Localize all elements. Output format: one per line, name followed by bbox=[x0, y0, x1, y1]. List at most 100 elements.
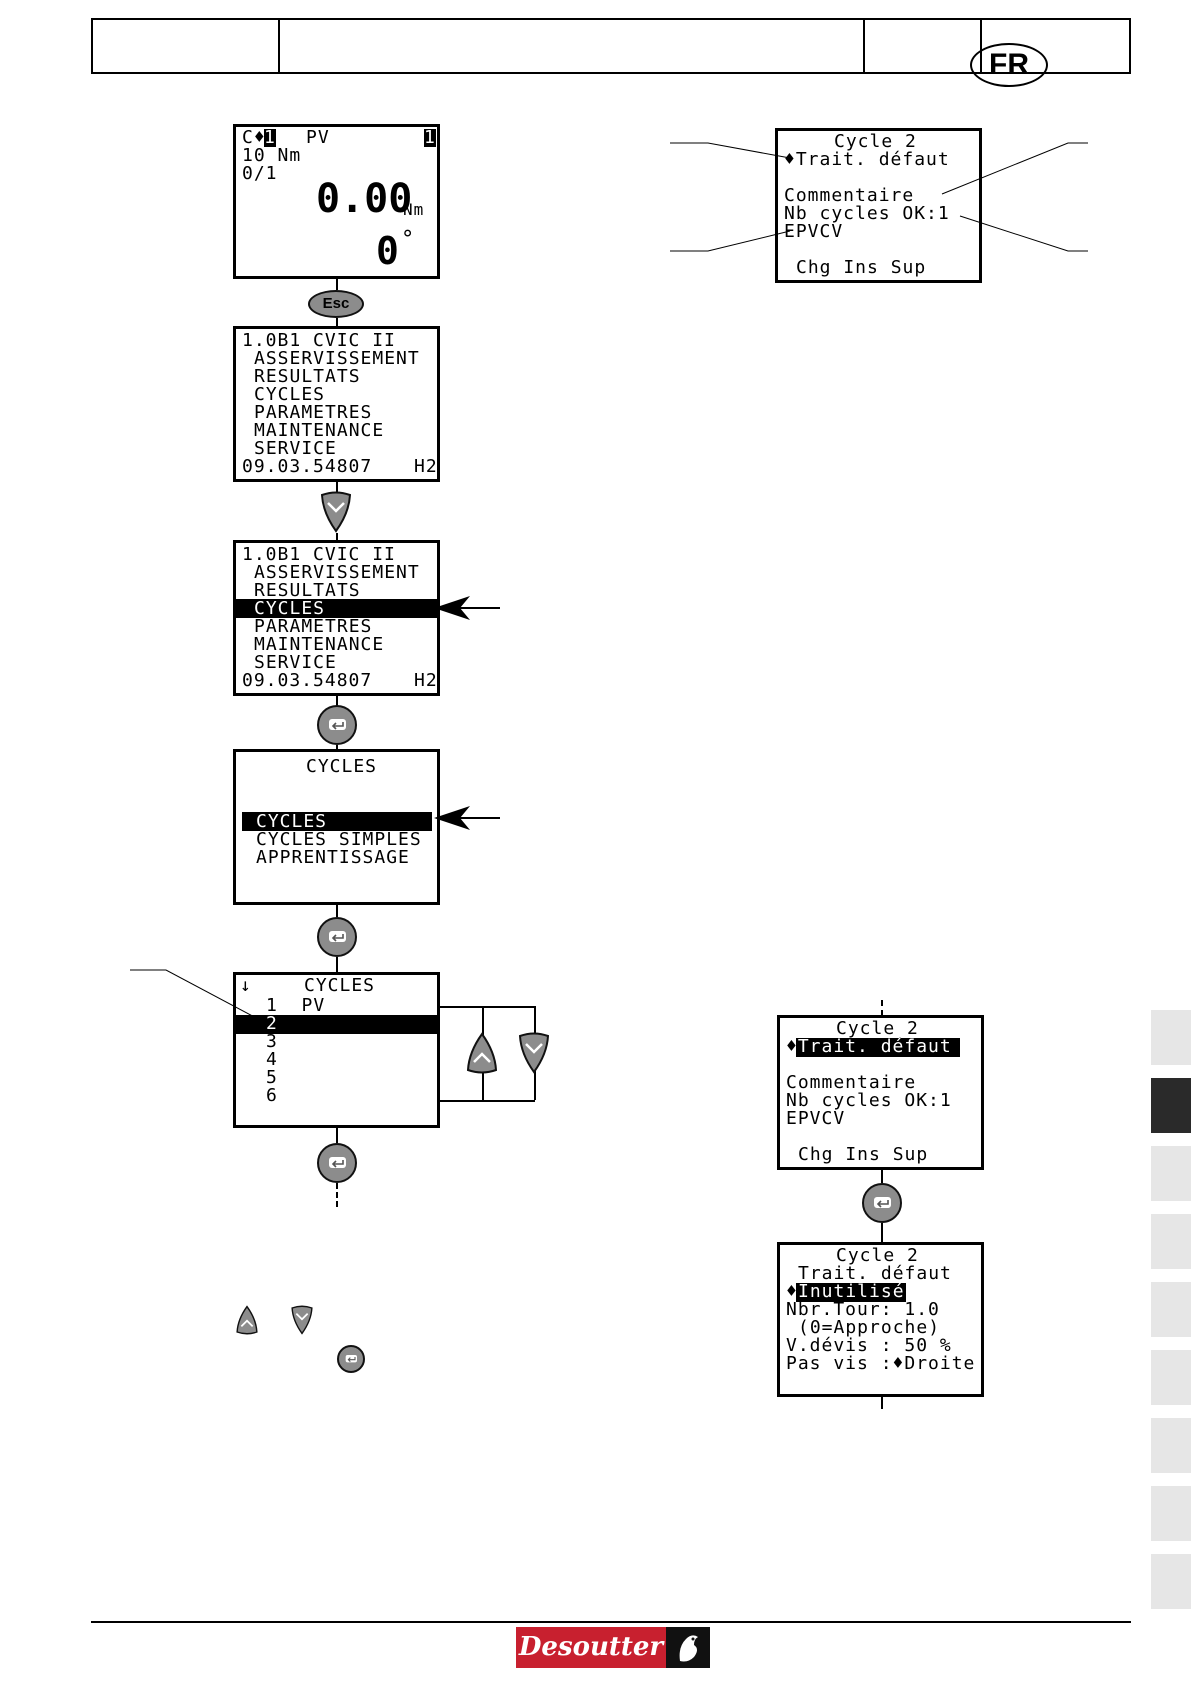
flow-line-dashed bbox=[336, 1183, 338, 1207]
lcd-cycle-label: PV bbox=[306, 127, 330, 148]
pointer-arrow-icon bbox=[434, 806, 500, 830]
lcd-angle-value: 0 bbox=[376, 229, 400, 273]
brand-bird-icon bbox=[666, 1627, 710, 1668]
scroll-arrow-icon: ↓ bbox=[240, 975, 252, 996]
cycle-default-handling-selected[interactable]: ♦Trait. défaut bbox=[786, 1036, 952, 1057]
flow-line bbox=[336, 905, 338, 917]
cycles-list-item[interactable]: 6 bbox=[266, 1085, 278, 1106]
menu-item[interactable]: RESULTATS bbox=[254, 366, 361, 387]
menu-item[interactable]: CYCLES bbox=[254, 384, 326, 405]
lcd-menu-selected-screen: 1.0B1 CVIC II ASSERVISSEMENT RESULTATS C… bbox=[233, 540, 440, 696]
lcd-cycles-list-screen: ↓ CYCLES 1 PV 2 3 4 5 6 bbox=[233, 972, 440, 1128]
lcd-main-screen: C♦ 1 PV 1 10 Nm 0/1 0.00 Nm 0 ° bbox=[233, 124, 440, 279]
edit-thread[interactable]: Pas vis :♦Droite bbox=[786, 1353, 976, 1374]
selection-bar bbox=[242, 812, 432, 831]
pointer-arrow-icon bbox=[434, 596, 500, 620]
edit-unscrew-speed[interactable]: V.dévis : 50 % bbox=[786, 1335, 952, 1356]
edit-default-handling: Trait. défaut bbox=[798, 1263, 952, 1284]
cycles-list-item[interactable]: 4 bbox=[266, 1049, 278, 1070]
cycle-softkeys[interactable]: Chg Ins Sup bbox=[798, 1144, 929, 1165]
cycle-comment[interactable]: Commentaire bbox=[784, 185, 915, 206]
bracket-line bbox=[440, 1006, 535, 1008]
down-arrow-button[interactable] bbox=[517, 1032, 551, 1074]
chevron-up-icon bbox=[466, 1032, 498, 1074]
cycle-ok-count[interactable]: Nb cycles OK:1 bbox=[784, 203, 950, 224]
side-tab[interactable] bbox=[1151, 1282, 1191, 1337]
side-tab[interactable] bbox=[1151, 1554, 1191, 1609]
side-tab[interactable] bbox=[1151, 1214, 1191, 1269]
cycles-menu-item[interactable]: CYCLES SIMPLES bbox=[256, 829, 422, 850]
side-tab[interactable] bbox=[1151, 1146, 1191, 1201]
flow-line bbox=[336, 745, 338, 750]
menu-item[interactable]: PARAMETRES bbox=[254, 616, 373, 637]
enter-button[interactable] bbox=[317, 705, 357, 745]
flow-line bbox=[336, 957, 338, 972]
menu-item-selected[interactable]: CYCLES bbox=[254, 598, 326, 619]
bracket-line bbox=[440, 1100, 535, 1102]
cycle-ok-count[interactable]: Nb cycles OK:1 bbox=[786, 1090, 952, 1111]
header-divider bbox=[278, 20, 280, 72]
menu-item[interactable]: PARAMETRES bbox=[254, 402, 373, 423]
flow-line bbox=[336, 318, 338, 326]
cycle-epvcv[interactable]: EPVCV bbox=[786, 1108, 846, 1129]
up-arrow-button[interactable] bbox=[465, 1032, 499, 1074]
menu-item[interactable]: ASSERVISSEMENT bbox=[254, 348, 420, 369]
menu-item[interactable]: MAINTENANCE bbox=[254, 634, 385, 655]
selection-bar bbox=[796, 1038, 960, 1057]
enter-button[interactable] bbox=[317, 917, 357, 957]
header-divider bbox=[980, 20, 982, 72]
selection-bar bbox=[796, 1283, 906, 1302]
esc-button[interactable]: Esc bbox=[308, 290, 364, 318]
menu-item[interactable]: SERVICE bbox=[254, 438, 337, 459]
flow-line bbox=[336, 482, 338, 492]
callout-lines bbox=[670, 142, 1088, 252]
cycle-title: Cycle 2 bbox=[836, 1018, 919, 1039]
cycle-default-handling[interactable]: ♦Trait. défaut bbox=[784, 149, 950, 170]
chevron-down-icon bbox=[320, 491, 352, 533]
side-tab[interactable] bbox=[1151, 1418, 1191, 1473]
enter-icon bbox=[874, 1197, 891, 1208]
menu-item[interactable]: RESULTATS bbox=[254, 580, 361, 601]
enter-button[interactable] bbox=[862, 1183, 902, 1223]
lcd-angle-unit: ° bbox=[401, 227, 416, 252]
cycle-title: Cycle 2 bbox=[834, 131, 917, 152]
enter-icon bbox=[329, 719, 346, 730]
side-tab[interactable] bbox=[1151, 1350, 1191, 1405]
callout-line bbox=[130, 969, 261, 1021]
cycles-list-item[interactable]: 5 bbox=[266, 1067, 278, 1088]
menu-item[interactable]: SERVICE bbox=[254, 652, 337, 673]
flow-line bbox=[881, 1170, 883, 1183]
page-header: FR bbox=[91, 18, 1131, 87]
menu-item[interactable]: ASSERVISSEMENT bbox=[254, 562, 420, 583]
enter-button[interactable] bbox=[317, 1143, 357, 1183]
cycles-menu-item-selected[interactable]: CYCLES bbox=[256, 811, 328, 832]
menu-item[interactable]: MAINTENANCE bbox=[254, 420, 385, 441]
menu-footer-version: H2 bbox=[414, 456, 438, 477]
menu-footer-version: H2 bbox=[414, 670, 438, 691]
footer-rule bbox=[91, 1621, 1131, 1623]
side-tab[interactable] bbox=[1151, 1486, 1191, 1541]
language-badge: FR bbox=[970, 43, 1048, 87]
cycles-list-item-selected[interactable]: 2 bbox=[266, 1013, 278, 1034]
edit-turns[interactable]: Nbr.Tour: 1.0 bbox=[786, 1299, 940, 1320]
lcd-cycle-screen: Cycle 2 ♦Trait. défaut Commentaire Nb cy… bbox=[775, 128, 982, 283]
enter-icon bbox=[329, 1157, 346, 1168]
down-arrow-button[interactable] bbox=[319, 491, 353, 533]
lcd-torque-value: 0.00 bbox=[316, 176, 413, 222]
cycles-list-item[interactable]: 3 bbox=[266, 1031, 278, 1052]
cycle-epvcv[interactable]: EPVCV bbox=[784, 221, 844, 242]
edit-option-selected[interactable]: Inutilisé bbox=[798, 1281, 905, 1302]
cycle-softkeys[interactable]: Chg Ins Sup bbox=[796, 257, 927, 278]
lcd-cycle-selected-screen: Cycle 2 ♦Trait. défaut Commentaire Nb cy… bbox=[777, 1015, 984, 1170]
brand-logo: Desoutter bbox=[516, 1627, 666, 1668]
cycle-comment[interactable]: Commentaire bbox=[786, 1072, 917, 1093]
enter-icon bbox=[329, 931, 346, 942]
selection-bar bbox=[236, 599, 437, 618]
cycles-menu-item[interactable]: APPRENTISSAGE bbox=[256, 847, 410, 868]
side-tab-active[interactable] bbox=[1151, 1078, 1191, 1133]
flow-line bbox=[336, 696, 338, 706]
cycles-list-item[interactable]: 1 PV bbox=[266, 995, 326, 1016]
menu-footer-code: 09.03.54807 bbox=[242, 670, 373, 691]
edit-title: Cycle 2 bbox=[836, 1245, 919, 1266]
side-tab[interactable] bbox=[1151, 1010, 1191, 1065]
